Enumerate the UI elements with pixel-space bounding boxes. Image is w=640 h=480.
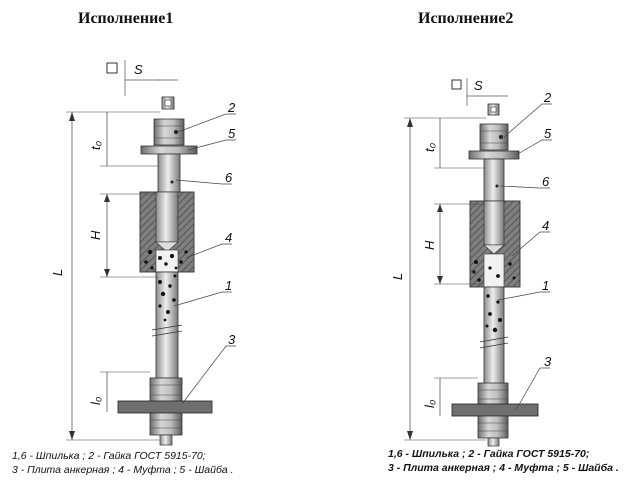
legend-left: 1,6 - Шпилька ; 2 - Гайка ГОСТ 5915-70; … [12, 449, 234, 477]
dim-l-label: L [390, 273, 405, 280]
callout-2-left: 2 [227, 100, 236, 115]
dim-t0-label: t₀ [88, 140, 103, 150]
title-execution-1: Исполнение1 [78, 10, 174, 27]
title-execution-2: Исполнение2 [418, 10, 514, 27]
anchor-plate [117, 400, 213, 414]
callout-6-right: 6 [542, 174, 550, 189]
callout-4-right: 4 [542, 218, 549, 233]
bottom-nut-lower [149, 412, 183, 436]
assembly-left: S [50, 60, 236, 446]
stud-lower [483, 286, 505, 386]
callout-1-right: 1 [542, 278, 549, 293]
dim-l0-label: l₀ [422, 399, 437, 408]
callout-5-right: 5 [544, 126, 552, 141]
dim-l-label: L [50, 269, 65, 276]
legend-right: 1,6 - Шпилька ; 2 - Гайка ГОСТ 5915-70; … [388, 447, 619, 475]
top-washer [468, 150, 520, 160]
dim-t0-label: t₀ [422, 142, 437, 152]
anchor-plate [451, 403, 539, 417]
callout-3-right: 3 [544, 354, 552, 369]
dim-h-label: H [88, 230, 103, 240]
assembly-right: S [390, 78, 552, 447]
dim-s-label: S [134, 62, 143, 77]
callout-3-left: 3 [228, 332, 236, 347]
square-symbol [451, 79, 462, 90]
callout-1-left: 1 [225, 278, 232, 293]
top-nut [479, 123, 509, 151]
legend-right-line-2: 3 - Плита анкерная ; 4 - Муфта ; 5 - Шай… [388, 462, 619, 474]
dim-l0-label: l₀ [88, 396, 103, 405]
legend-left-line-2: 3 - Плита анкерная ; 4 - Муфта ; 5 - Шай… [12, 464, 234, 476]
bottom-nut-lower [477, 415, 509, 439]
top-nut [153, 118, 185, 146]
stud-lower [155, 271, 179, 379]
callout-4-left: 4 [225, 230, 232, 245]
bottom-nut-upper [149, 377, 183, 403]
legend-right-line-1: 1,6 - Шпилька ; 2 - Гайка ГОСТ 5915-70; [388, 448, 590, 460]
callout-5-left: 5 [228, 126, 236, 141]
callout-2-right: 2 [543, 90, 552, 105]
dim-s-label: S [474, 78, 483, 93]
square-symbol [106, 62, 118, 74]
bottom-nut-upper [477, 382, 509, 406]
dim-h-label: H [422, 240, 437, 250]
legend-left-line-1: 1,6 - Шпилька ; 2 - Гайка ГОСТ 5915-70; [12, 450, 206, 462]
callout-6-left: 6 [225, 170, 233, 185]
